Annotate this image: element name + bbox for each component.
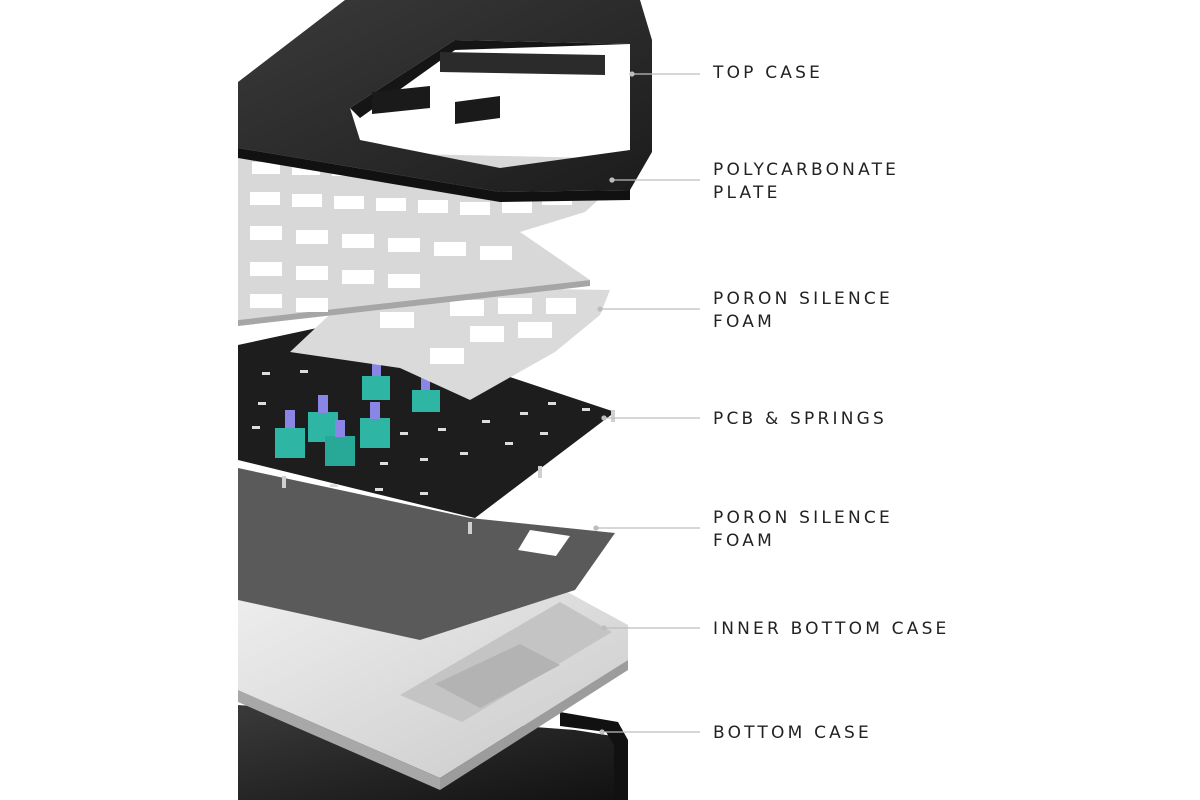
leader-lines xyxy=(593,71,700,735)
label-line: PLATE xyxy=(713,183,781,203)
label-line: FOAM xyxy=(713,531,775,551)
label-polycarbonate-plate: POLYCARBONATE PLATE xyxy=(713,159,899,205)
upper-foam-layer xyxy=(290,286,610,400)
label-line: POLYCARBONATE xyxy=(713,160,900,180)
label-line: INNER BOTTOM CASE xyxy=(713,619,950,639)
switch xyxy=(412,376,440,412)
label-line: PCB & SPRINGS xyxy=(713,409,887,429)
label-bottom-case: BOTTOM CASE xyxy=(713,722,872,745)
label-pcb-springs: PCB & SPRINGS xyxy=(713,408,887,431)
switch xyxy=(325,420,355,466)
label-line: FOAM xyxy=(713,312,775,332)
lower-foam-layer xyxy=(238,468,615,640)
switches-group xyxy=(275,362,440,466)
switch xyxy=(275,410,305,458)
switch xyxy=(362,362,390,400)
label-poron-foam-lower: PORON SILENCE FOAM xyxy=(713,507,893,553)
label-line: PORON SILENCE xyxy=(713,508,893,528)
pcb-layer xyxy=(238,322,615,534)
label-top-case: TOP CASE xyxy=(713,62,823,85)
label-line: BOTTOM CASE xyxy=(713,723,872,743)
switch xyxy=(360,402,390,448)
label-inner-bottom-case: INNER BOTTOM CASE xyxy=(713,618,950,641)
top-case-layer xyxy=(238,0,652,202)
label-line: TOP CASE xyxy=(713,63,824,83)
inner-bottom-case-layer xyxy=(238,588,628,790)
label-poron-foam-upper: PORON SILENCE FOAM xyxy=(713,288,893,334)
label-line: PORON SILENCE xyxy=(713,289,893,309)
